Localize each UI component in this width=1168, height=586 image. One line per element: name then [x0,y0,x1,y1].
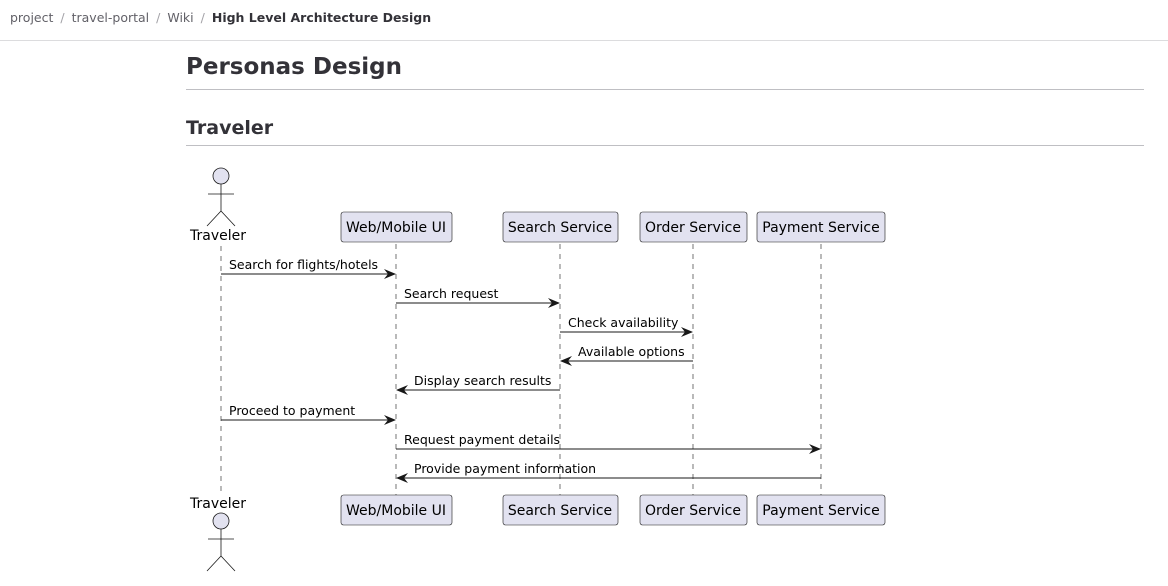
message-label-2: Search request [404,286,499,301]
message-label-5: Display search results [414,373,551,388]
participant-label-web-mobile-ui-top: Web/Mobile UI [346,220,446,236]
message-label-4: Available options [578,344,685,359]
message-label-3: Check availability [568,315,679,330]
participant-label-order-service-top: Order Service [645,220,741,236]
participant-label-payment-service-bottom: Payment Service [762,503,879,519]
actor-label-bottom: Traveler [189,496,246,512]
breadcrumb-separator: / [156,10,161,25]
participant-box-search-service-bottom [502,494,619,526]
section-heading: Traveler [186,117,274,139]
traveler-icon [206,167,236,227]
participant-label-order-service-bottom: Order Service [645,503,741,519]
actor-label-top: Traveler [189,228,246,244]
actor-left-leg [206,555,222,572]
participant-box-payment-service-top [756,211,886,243]
actor-head [212,167,230,185]
page-title: Personas Design [186,54,402,80]
breadcrumb-separator: / [200,10,205,25]
message-label-8: Provide payment information [414,461,596,476]
breadcrumb-repo-link[interactable]: travel-portal [71,10,150,25]
participant-label-payment-service-top: Payment Service [762,220,879,236]
participant-label-search-service-bottom: Search Service [508,503,612,519]
participant-box-search-service-top [502,211,619,243]
actor-right-leg [220,555,236,572]
participant-box-payment-service-bottom [756,494,886,526]
participant-label-search-service-top: Search Service [508,220,612,236]
actor-right-leg [220,210,236,227]
message-label-7: Request payment details [404,432,560,447]
breadcrumb-separator: / [60,10,65,25]
participant-box-order-service-top [639,211,748,243]
participant-box-order-service-bottom [639,494,748,526]
actor-head [212,512,230,530]
breadcrumb: project / travel-portal / Wiki / High Level Ar… [10,10,431,26]
breadcrumb-project-link[interactable]: project [10,10,54,25]
message-label-6: Proceed to payment [229,403,355,418]
title-divider [186,89,1144,90]
breadcrumb-wiki-link[interactable]: Wiki [167,10,194,25]
traveler-bottom-icon [206,512,236,572]
actor-left-leg [206,210,222,227]
breadcrumb-current-page: High Level Architecture Design [211,10,432,25]
message-label-1: Search for flights/hotels [229,257,378,272]
section-divider [186,145,1144,146]
participant-box-web-mobile-ui-top [340,211,453,243]
participant-label-web-mobile-ui-bottom: Web/Mobile UI [346,503,446,519]
participant-box-web-mobile-ui-bottom [340,494,453,526]
top-bar: project / travel-portal / Wiki / High Level Ar… [0,0,1168,41]
